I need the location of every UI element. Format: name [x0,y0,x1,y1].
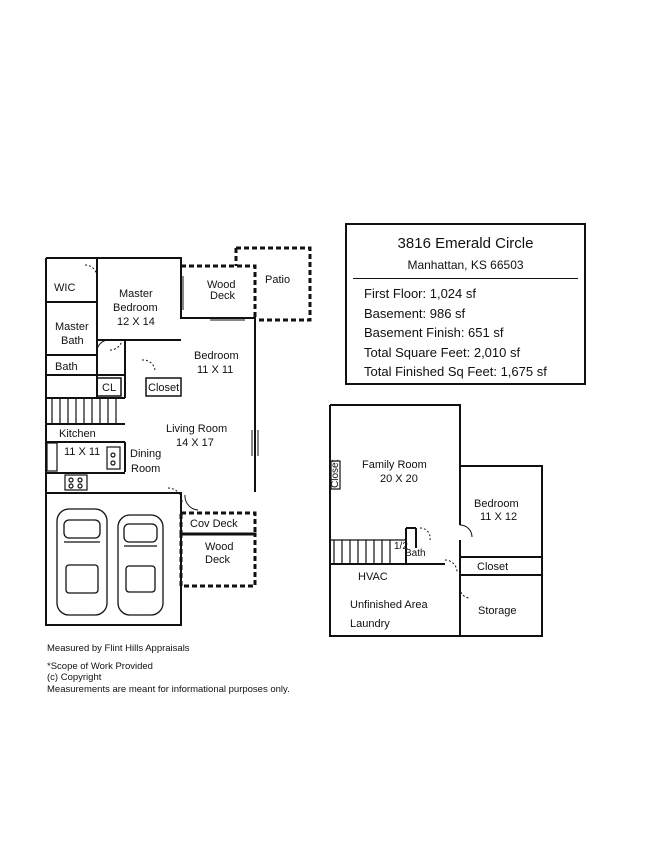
living-room-label: Living Room [166,423,227,435]
bedroom-label: Bedroom [194,350,239,362]
kitchen-fixtures [46,442,121,491]
basement-stairs [330,539,406,563]
closet-vertical-label: Closet [330,459,341,488]
patio-label: Patio [265,274,290,286]
basement-labels: Family Room 20 X 20 Closet 1/2 Bath Bedr… [330,459,519,630]
master-bedroom-dims: 12 X 14 [117,316,155,328]
basement-area: Basement: 986 sf [364,305,466,321]
dining-label: Dining [130,448,161,460]
property-city: Manhattan, KS 66503 [407,258,524,272]
living-room-dims: 14 X 17 [176,437,214,449]
wic-label: WIC [54,282,75,294]
footer-notes: Measured by Flint Hills Appraisals *Scop… [47,643,290,695]
family-room-dims: 20 X 20 [380,473,418,485]
garage-cars [56,508,164,616]
hvac-label: HVAC [358,571,388,583]
wood-deck-bottom-label: Wood [205,541,234,553]
total-finished-square-feet: Total Finished Sq Feet: 1,675 sf [364,364,547,379]
master-bedroom-label-2: Bedroom [113,302,158,314]
closet-label: Closet [148,382,179,394]
basement-bedroom-dims: 11 X 12 [480,511,517,523]
kitchen-dims: 11 X 11 [64,446,100,458]
first-floor-doors [84,264,259,511]
half-bath-label-2: Bath [405,548,426,559]
half-bath-label: 1/2 [394,541,408,552]
bath-label: Bath [55,361,78,373]
basement-bedroom-label: Bedroom [474,498,519,510]
laundry-label: Laundry [350,618,390,630]
deck-patio-outline [179,246,312,588]
master-bedroom-label: Master [119,288,153,300]
kitchen-label: Kitchen [59,428,96,440]
info-divider [353,278,578,279]
copyright-text: (c) Copyright [47,672,102,683]
measured-by-text: Measured by Flint Hills Appraisals [47,643,190,654]
first-floor-labels: WIC Master Bedroom 12 X 14 Wood Deck Pat… [54,274,290,566]
first-floor-area: First Floor: 1,024 sf [364,286,476,301]
total-square-feet: Total Square Feet: 2,010 sf [364,344,521,360]
property-address: 3816 Emerald Circle [397,235,534,252]
property-info-box: 3816 Emerald Circle Manhattan, KS 66503 … [345,223,586,385]
bedroom-dims: 11 X 11 [197,364,233,376]
basement-finish-area: Basement Finish: 651 sf [364,325,504,340]
basement-closet-label: Closet [477,561,508,573]
family-room-label: Family Room [362,459,427,471]
first-floor-stairs [51,399,117,423]
storage-label: Storage [478,605,517,617]
first-floor-walls [45,257,256,626]
wood-deck-top-label: Wood [207,279,236,291]
master-bath-label: Master [55,321,89,333]
cov-deck-label: Cov Deck [190,518,238,530]
wood-deck-bottom-label-2: Deck [205,554,231,566]
master-bath-label-2: Bath [61,335,84,347]
unfinished-area-label: Unfinished Area [350,599,429,611]
area-summary: First Floor: 1,024 sf Basement: 986 sf B… [364,284,547,382]
disclaimer-text: Measurements are meant for informational… [47,683,290,695]
basement-doors [330,460,473,599]
wood-deck-top-label-2: Deck [210,290,236,302]
dining-label-2: Room [131,463,160,475]
closet-cl-label: CL [102,382,116,394]
scope-text: *Scope of Work Provided [47,660,153,672]
